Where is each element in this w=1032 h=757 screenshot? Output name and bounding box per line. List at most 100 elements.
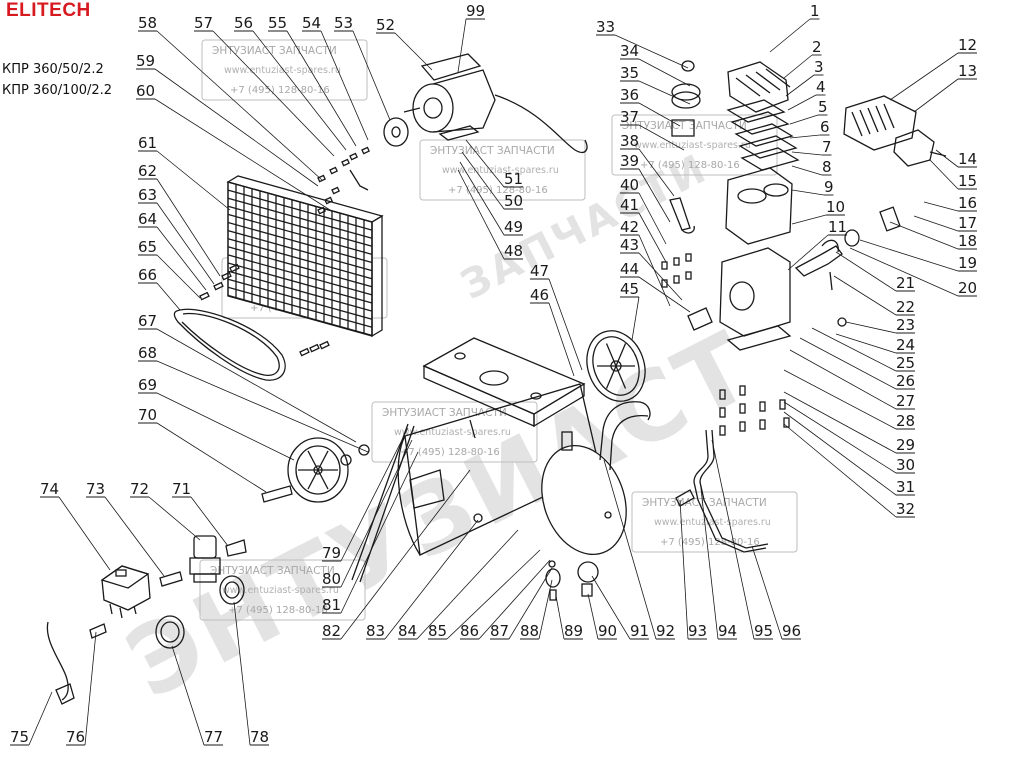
- wheel-nut: [340, 454, 352, 466]
- leader-line-8: [791, 165, 823, 176]
- leader-line-91: [591, 575, 631, 640]
- watermark-box-title: ЭНТУЗИАСТ ЗАПЧАСТИ: [212, 45, 337, 57]
- part-number-96: 96: [782, 622, 801, 640]
- part-number-43: 43: [620, 236, 639, 254]
- screw: [319, 340, 330, 350]
- leader-line-60: [154, 98, 331, 211]
- grille-bar-h: [227, 278, 373, 320]
- watermark-box: ЭНТУЗИАСТ ЗАПЧАСТИwww.entuziast-spares.r…: [611, 114, 778, 176]
- part-number-51: 51: [504, 170, 523, 188]
- leader-line-29: [783, 391, 897, 454]
- part-number-59: 59: [136, 52, 155, 70]
- watermark-box-phone: +7 (495) 128-80-16: [230, 85, 330, 96]
- motor-bracket-strip: [349, 169, 369, 191]
- part-number-58: 58: [138, 14, 157, 32]
- leader-line-26: [799, 337, 897, 390]
- watermark-main-text: ЭНТУЗИАСТ: [110, 310, 771, 721]
- part-number-17: 17: [958, 214, 977, 232]
- leader-line-90: [587, 593, 599, 640]
- fastener: [341, 158, 350, 167]
- part-number-26: 26: [896, 372, 915, 390]
- leader-line-27: [789, 349, 897, 410]
- part-label-61: 61: [138, 134, 157, 152]
- bolt: [673, 275, 680, 284]
- regulator-base: [193, 573, 217, 583]
- wheel-spoke: [317, 469, 329, 490]
- part-label-90: 90: [598, 622, 617, 640]
- part-label-55: 55: [268, 14, 287, 32]
- tank-bracket: [469, 419, 476, 439]
- leader-line-5: [789, 114, 819, 125]
- watermark-box-site: www.entuziast-spares.ru: [222, 585, 339, 596]
- part-label-84: 84: [398, 622, 417, 640]
- part-number-23: 23: [896, 316, 915, 334]
- watermark-box: ЭНТУЗИАСТ ЗАПЧАСТИwww.entuziast-spares.r…: [199, 559, 366, 621]
- part-label-7: 7: [822, 138, 832, 156]
- part-label-74: 74: [40, 480, 59, 498]
- part-label-94: 94: [718, 622, 737, 640]
- bolt: [719, 425, 726, 436]
- part-label-36: 36: [620, 86, 639, 104]
- leader-line-83: [384, 519, 479, 640]
- base-plate-hole: [479, 370, 509, 386]
- flywheel-spoke: [605, 343, 617, 367]
- cover-fin: [755, 71, 781, 91]
- drain-valve: [545, 568, 561, 588]
- leader-line-65: [156, 254, 201, 299]
- part-label-9: 9: [824, 178, 834, 196]
- part-label-44: 44: [620, 260, 639, 278]
- part-number-11: 11: [828, 218, 847, 236]
- part-label-30: 30: [896, 456, 915, 474]
- leader-line-9: [791, 189, 825, 196]
- part-number-93: 93: [688, 622, 707, 640]
- watermark-box-site: www.entuziast-spares.ru: [442, 165, 559, 176]
- motor-body: [432, 69, 496, 133]
- part-number-2: 2: [812, 38, 822, 56]
- flywheel-spoke: [605, 365, 617, 389]
- watermark-box-title: ЭНТУЗИАСТ ЗАПЧАСТИ: [642, 497, 767, 509]
- part-label-40: 40: [620, 176, 639, 194]
- part-label-86: 86: [460, 622, 479, 640]
- part-number-71: 71: [172, 480, 191, 498]
- watermark-box-title: ЭНТУЗИАСТ ЗАПЧАСТИ: [382, 407, 507, 419]
- part-label-31: 31: [896, 478, 915, 496]
- tank-end-cap: [541, 444, 627, 556]
- part-number-99: 99: [466, 2, 485, 20]
- tank-leg: [351, 423, 415, 583]
- part-number-3: 3: [814, 58, 824, 76]
- part-number-64: 64: [138, 210, 157, 228]
- part-number-82: 82: [322, 622, 341, 640]
- rod-bearing: [681, 225, 695, 234]
- grille-bar-h: [227, 294, 373, 337]
- leader-line-15: [929, 159, 959, 190]
- part-label-96: 96: [782, 622, 801, 640]
- part-label-59: 59: [136, 52, 155, 70]
- bolt: [739, 421, 746, 432]
- leader-line-88: [538, 579, 553, 640]
- bolt: [739, 385, 746, 396]
- part-number-47: 47: [530, 262, 549, 280]
- part-number-60: 60: [136, 82, 155, 100]
- part-label-67: 67: [138, 312, 157, 330]
- leader-line-7: [791, 151, 823, 156]
- wheel-spoke: [317, 450, 329, 471]
- part-label-38: 38: [620, 132, 639, 150]
- part-label-85: 85: [428, 622, 447, 640]
- quick-coupler: [225, 539, 247, 557]
- leader-line-37: [638, 124, 685, 151]
- part-number-62: 62: [138, 162, 157, 180]
- gasket-plate: [730, 111, 790, 135]
- part-number-46: 46: [530, 286, 549, 304]
- pipe-nut: [675, 489, 695, 507]
- leader-line-43: [638, 252, 683, 301]
- part-number-18: 18: [958, 232, 977, 250]
- watermark-box-phone: +7 (495) 128-80-16: [660, 537, 760, 548]
- cover-fin: [765, 68, 791, 88]
- fastener: [317, 174, 326, 183]
- part-number-25: 25: [896, 354, 915, 372]
- elbow-fitting: [821, 239, 839, 253]
- protective-grille: [226, 175, 384, 338]
- bolt: [739, 403, 746, 414]
- part-label-49: 49: [504, 218, 523, 236]
- leader-line-49: [459, 161, 505, 236]
